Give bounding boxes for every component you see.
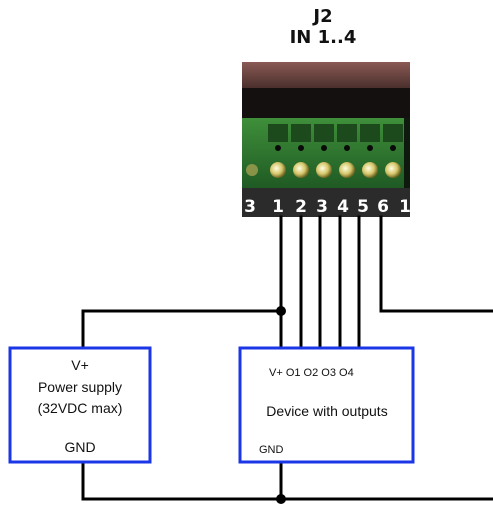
wire-gnd-bus	[81, 461, 493, 501]
wire-pin6-out	[379, 215, 493, 313]
device-box: V+ O1 O2 O3 O4 Device with outputs GND	[238, 346, 415, 464]
power-supply-title: Power supply	[38, 379, 122, 395]
wire-vplus-bus	[81, 309, 283, 350]
pin-label: 3	[244, 197, 256, 217]
power-supply-vplus-label: V+	[71, 357, 89, 373]
wires	[81, 215, 493, 504]
power-supply-gnd-label: GND	[64, 439, 95, 455]
device-title: Device with outputs	[266, 403, 387, 419]
device-gnd-label: GND	[259, 444, 284, 456]
terminal-block-photo: 3 1 2 3 4 5 6 1	[242, 62, 411, 217]
pin-label: 3	[316, 197, 328, 217]
connector-name: J2	[311, 6, 332, 27]
pin-number-labels: 3 1 2 3 4 5 6 1	[244, 197, 411, 217]
pin-label: 1	[272, 197, 284, 217]
terminal-clamp-row	[268, 124, 403, 151]
terminal-screw-row	[246, 162, 401, 178]
junction-gnd	[276, 494, 286, 504]
pin-label: 4	[337, 197, 349, 217]
power-supply-rating: (32VDC max)	[38, 400, 123, 416]
pin-label: 2	[295, 197, 307, 217]
pin-label: 1	[399, 197, 411, 217]
pin-label: 6	[377, 197, 389, 217]
pin-label: 5	[357, 197, 369, 217]
junction-vplus	[276, 306, 286, 316]
connector-subtitle: IN 1..4	[290, 27, 357, 48]
power-supply-box: V+ Power supply (32VDC max) GND	[8, 346, 152, 464]
device-pin-labels: V+ O1 O2 O3 O4	[269, 367, 354, 379]
